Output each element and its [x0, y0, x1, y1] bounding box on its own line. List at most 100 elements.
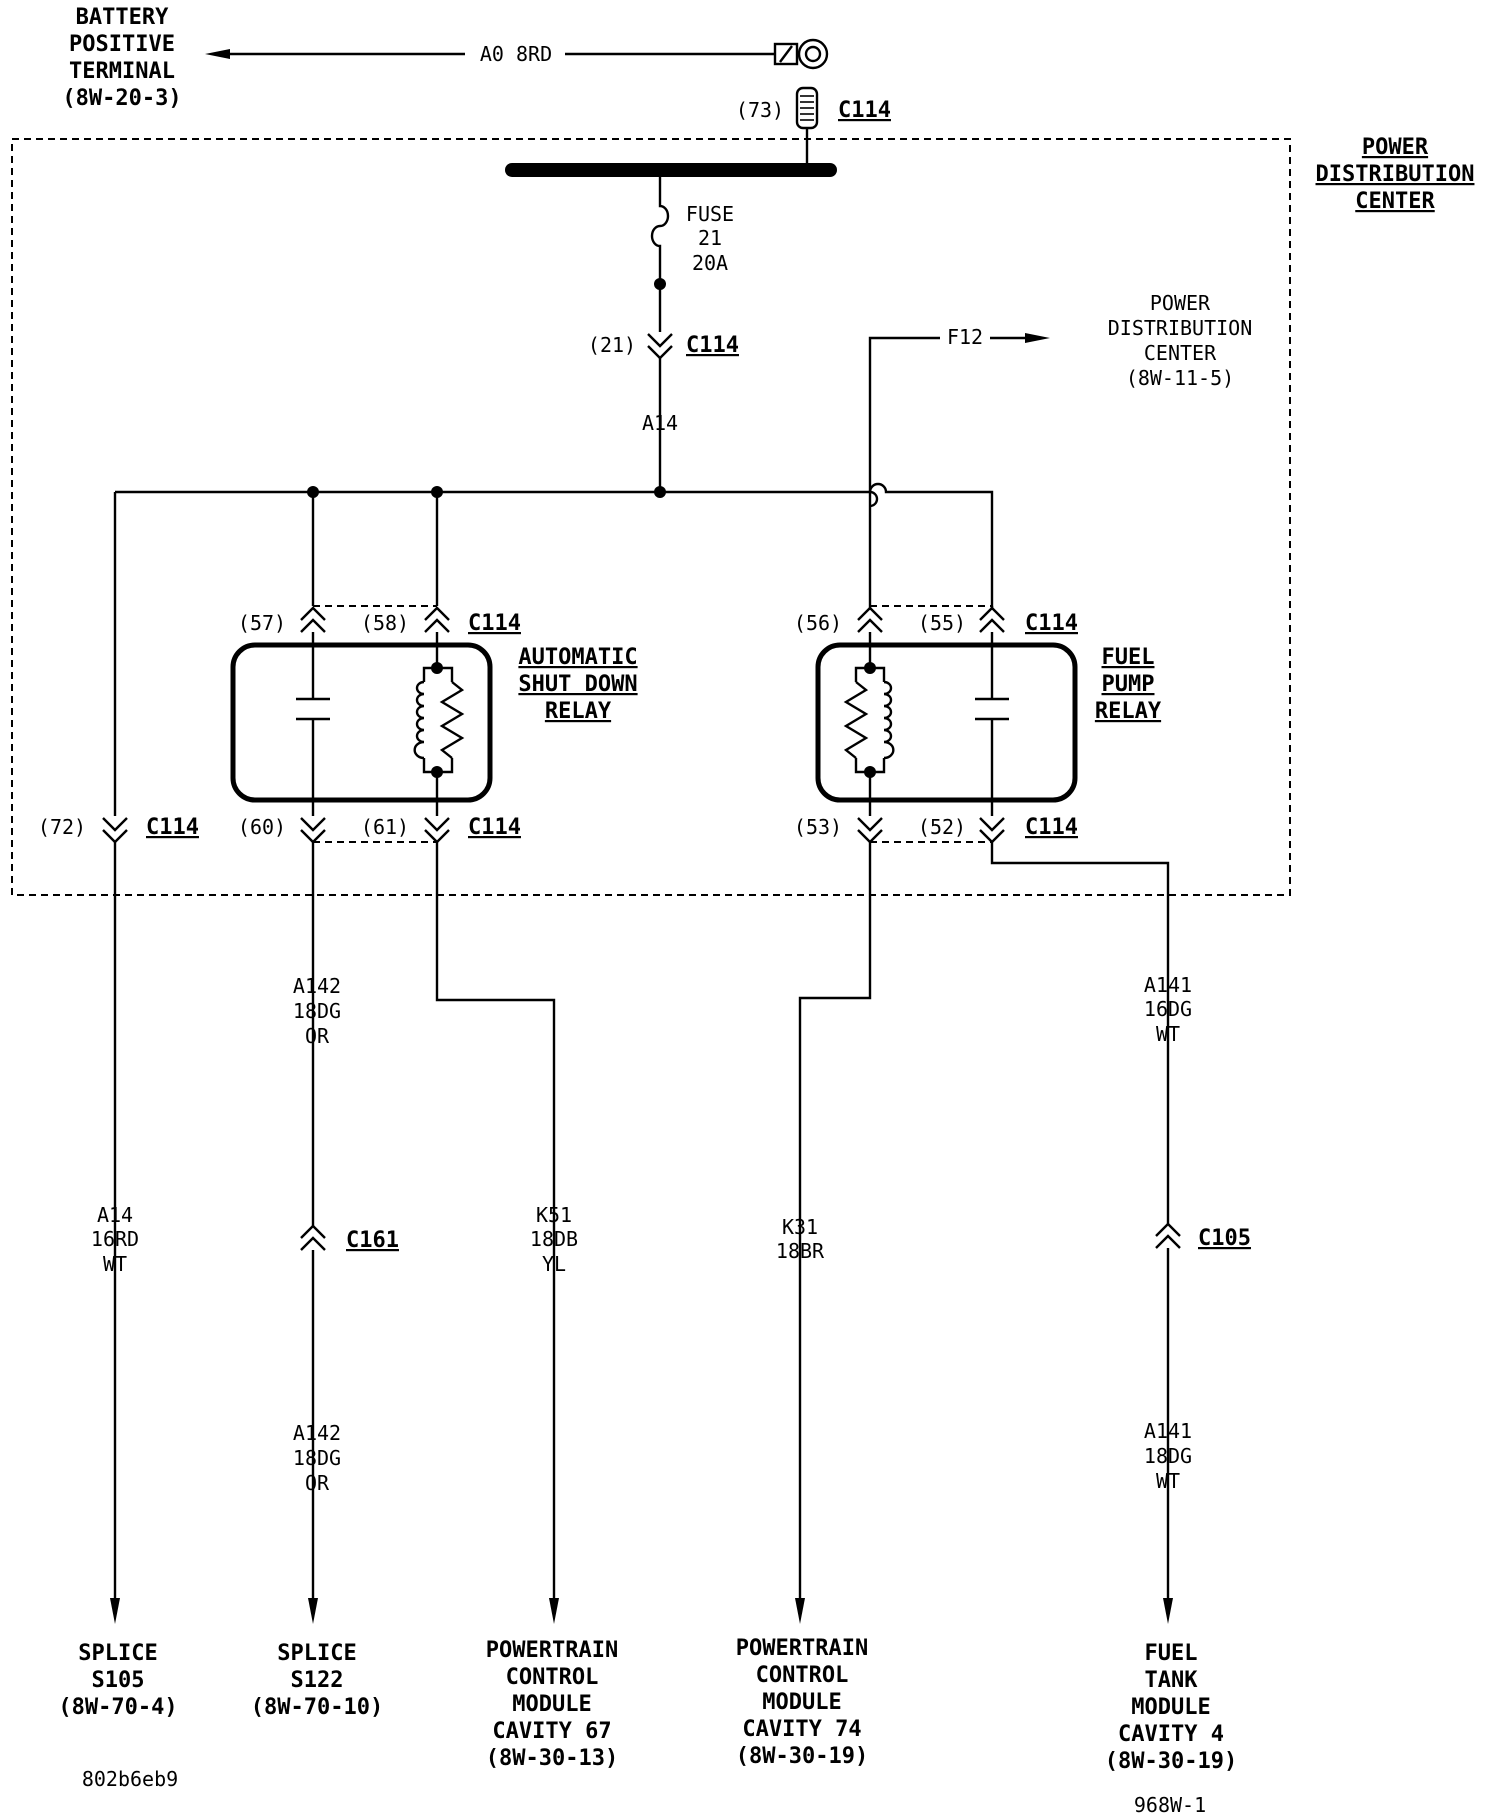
fuse-line-3: 20A — [692, 251, 728, 275]
fp-cavity-56: (56) — [794, 611, 842, 635]
dest-s122-line-3: (8W-70-10) — [251, 1695, 383, 1720]
dest-ftm-line-1: FUEL — [1145, 1641, 1198, 1666]
battery-wire-label: A0 8RD — [480, 42, 552, 66]
fp-top-c114-label: C114 — [1025, 611, 1078, 636]
fp-relay-line-1: FUEL — [1102, 645, 1155, 670]
dest-pcm67-line-3: MODULE — [512, 1692, 591, 1717]
fp-resistor — [843, 681, 869, 759]
k51-label: K51 18DB YL — [530, 1203, 578, 1276]
a142-upper-line-1: A142 — [293, 974, 341, 998]
dest-pcm67-line-5: (8W-30-13) — [486, 1746, 618, 1771]
a142-lower-label: A142 18DG OR — [293, 1421, 341, 1495]
feed-right — [868, 482, 994, 610]
a142-upper-line-3: OR — [305, 1024, 330, 1048]
f12-wire — [868, 336, 940, 610]
a142-lower-line-1: A142 — [293, 1421, 341, 1445]
k31-line-2: 18BR — [776, 1239, 825, 1263]
asd-cavity-60: (60) — [238, 815, 286, 839]
fp-relay-line-3: RELAY — [1095, 699, 1162, 724]
f12-line-3: CENTER — [1144, 341, 1217, 365]
asd-coil-frame — [422, 666, 454, 774]
asd-bottom-c114-label: C114 — [468, 815, 521, 840]
fp-relay-title: FUEL PUMP RELAY — [1095, 645, 1162, 724]
pdc-title-line-2: DISTRIBUTION — [1316, 162, 1475, 187]
a141-lower-line-3: WT — [1156, 1469, 1180, 1493]
dest-ftm-line-4: CAVITY 4 — [1118, 1722, 1224, 1747]
dest-pcm74-line-3: MODULE — [762, 1690, 841, 1715]
fp-c114-56-connector — [857, 606, 883, 633]
a14-bottom-label: A14 16RD WT — [91, 1203, 139, 1276]
pdc-title-line-1: POWER — [1362, 135, 1429, 160]
fp-coil-winding — [883, 680, 895, 760]
fp-cavity-53: (53) — [794, 815, 842, 839]
a141-upper-line-1: A141 — [1144, 973, 1192, 997]
asd-cavity-57: (57) — [238, 611, 286, 635]
f12-line-2: DISTRIBUTION — [1108, 316, 1253, 340]
c161-connector — [300, 1224, 326, 1251]
a141-lower-line-2: 18DG — [1144, 1444, 1192, 1468]
asd-relay-line-3: RELAY — [545, 699, 612, 724]
pdc-title: POWER DISTRIBUTION CENTER — [1316, 135, 1475, 214]
a142-lower-line-2: 18DG — [293, 1446, 341, 1470]
fp-coil-frame — [854, 666, 886, 774]
a141-lower-label: A141 18DG WT — [1144, 1419, 1192, 1493]
asd-top-c114-label: C114 — [468, 611, 521, 636]
dest-pcm-cavity-74: POWERTRAIN CONTROL MODULE CAVITY 74 (8W-… — [736, 1636, 868, 1769]
fuse-line-2: 21 — [698, 226, 722, 250]
eyelet-terminal — [773, 38, 829, 70]
battery-positive-label: BATTERY POSITIVE TERMINAL (8W-20-3) — [62, 5, 181, 111]
a142-lower-line-3: OR — [305, 1471, 330, 1495]
dest-s105-line-2: S105 — [92, 1668, 145, 1693]
c114-top-label: C114 — [838, 98, 891, 123]
fp-bottom-c114-label: C114 — [1025, 815, 1078, 840]
asd-cavity-58: (58) — [361, 611, 409, 635]
s105-arrow — [110, 1598, 120, 1624]
pdc-title-line-3: CENTER — [1355, 189, 1435, 214]
asd-c114-61-connector — [424, 817, 450, 844]
battery-line-1: BATTERY — [76, 5, 169, 30]
feed-splice-dot-3 — [654, 486, 666, 498]
reference-code-left: 802b6eb9 — [82, 1767, 178, 1791]
pcm74-arrow — [795, 1598, 805, 1624]
f12-wire-label: F12 — [947, 325, 983, 349]
fp-relay-box — [815, 642, 1078, 803]
k31-label: K31 18BR — [776, 1215, 825, 1263]
c114-stud-connector — [795, 86, 819, 130]
dest-splice-s122: SPLICE S122 (8W-70-10) — [251, 1641, 383, 1720]
asd-relay-line-1: AUTOMATIC — [518, 645, 637, 670]
f12-line-4: (8W-11-5) — [1126, 366, 1234, 390]
k51-wire — [435, 842, 556, 1598]
fp-cavity-55: (55) — [918, 611, 966, 635]
a14-top-label: A14 — [642, 411, 678, 435]
c114-72-label: C114 — [146, 815, 199, 840]
a141-upper-label: A141 16DG WT — [1144, 973, 1192, 1046]
dest-pcm67-line-4: CAVITY 67 — [492, 1719, 611, 1744]
dest-pcm-cavity-67: POWERTRAIN CONTROL MODULE CAVITY 67 (8W-… — [486, 1638, 618, 1771]
dest-ftm-line-5: (8W-30-19) — [1105, 1749, 1237, 1774]
f12-source-label: POWER DISTRIBUTION CENTER (8W-11-5) — [1108, 291, 1253, 390]
asd-c114-60-connector — [300, 817, 326, 844]
a141-upper-line-3: WT — [1156, 1022, 1180, 1046]
c105-connector — [1155, 1222, 1181, 1249]
f12-line-1: POWER — [1150, 291, 1211, 315]
dest-ftm-line-3: MODULE — [1131, 1695, 1210, 1720]
asd-cavity-61: (61) — [361, 815, 409, 839]
asd-relay-line-2: SHUT DOWN — [518, 672, 637, 697]
dest-pcm74-line-5: (8W-30-19) — [736, 1744, 868, 1769]
fuse-21-symbol — [650, 170, 670, 284]
c114-72-cavity: (72) — [38, 815, 86, 839]
fuse-line-1: FUSE — [686, 202, 734, 226]
battery-line-3: TERMINAL — [69, 59, 175, 84]
c114-fuse-label: C114 — [686, 333, 739, 358]
a142-upper-label: A142 18DG OR — [293, 974, 341, 1048]
asd-c114-57-connector — [300, 606, 326, 633]
c105-label: C105 — [1198, 1226, 1251, 1251]
c114-top-cavity: (73) — [736, 98, 784, 122]
k31-line-1: K31 — [782, 1215, 818, 1239]
dest-pcm67-line-1: POWERTRAIN — [486, 1638, 618, 1663]
dest-pcm67-line-2: CONTROL — [506, 1665, 599, 1690]
k51-line-1: K51 — [536, 1203, 572, 1227]
f12-arrow — [1025, 333, 1050, 343]
c114-fuse-cavity: (21) — [588, 333, 636, 357]
